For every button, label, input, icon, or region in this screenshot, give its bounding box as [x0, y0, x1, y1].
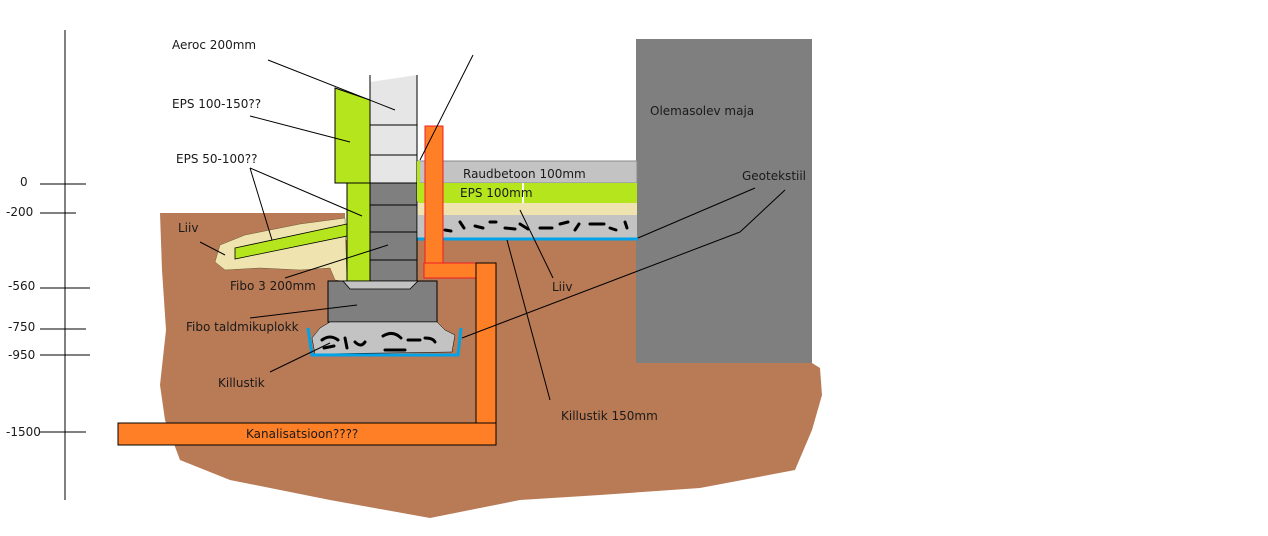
scale-tick-1500: -1500	[6, 425, 41, 439]
label-eps-upper: EPS 100-150??	[172, 97, 261, 111]
scale-tick-200: -200	[6, 205, 33, 219]
label-fibo3: Fibo 3 200mm	[230, 279, 316, 293]
eps-lower-insulation	[346, 182, 371, 282]
aeroc-wall	[370, 75, 417, 183]
label-eps-lower: EPS 50-100??	[176, 152, 258, 166]
scale-tick-0: 0	[20, 175, 28, 189]
label-floor-gravel: Killustik 150mm	[561, 409, 658, 423]
eps-upper-insulation	[334, 87, 371, 184]
geotextile-footing	[306, 327, 463, 357]
label-sand-left: Liiv	[178, 221, 198, 235]
label-floor-sand: Liiv	[552, 280, 572, 294]
label-aeroc: Aeroc 200mm	[172, 38, 256, 52]
label-gravel: Killustik	[218, 376, 265, 390]
label-concrete-slab: Raudbetoon 100mm	[463, 167, 586, 181]
floor-sand	[418, 203, 637, 215]
label-existing-house: Olemasolev maja	[650, 104, 754, 118]
depth-scale	[40, 30, 90, 500]
floor-eps	[418, 183, 637, 203]
label-geotextile: Geotekstiil	[742, 169, 806, 183]
scale-tick-560: -560	[8, 279, 35, 293]
scale-tick-750: -750	[8, 320, 35, 334]
leader-lines	[199, 54, 786, 401]
label-fibo-footing: Fibo taldmikuplokk	[186, 320, 299, 334]
scale-tick-950: -950	[8, 348, 35, 362]
fibo-wall-blocks	[369, 182, 418, 284]
label-sewer: Kanalisatsioon????	[246, 427, 358, 441]
sewer-pipe	[117, 125, 497, 446]
label-floor-eps: EPS 100mm	[460, 186, 533, 200]
